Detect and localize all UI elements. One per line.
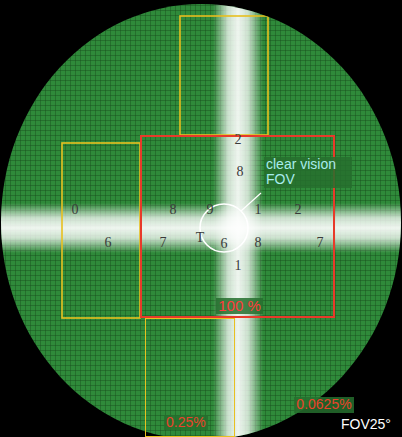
scale-number: 6 xyxy=(105,235,112,250)
scale-number: 2 xyxy=(295,202,302,217)
scale-number: 9 xyxy=(207,202,214,217)
scale-number: 8 xyxy=(237,164,244,179)
yellow-frame xyxy=(180,16,268,135)
coverage-percent: 0.0625% xyxy=(294,397,353,412)
scale-number: 8 xyxy=(255,235,262,250)
scale-number: 0 xyxy=(72,202,79,217)
scale-number: 7 xyxy=(317,235,324,250)
scale-number: 1 xyxy=(235,258,242,273)
callout-label: clear vision FOV xyxy=(264,157,352,188)
scale-number: 8 xyxy=(170,202,177,217)
horizontal-band xyxy=(0,203,402,253)
fov-label: FOV25° xyxy=(339,417,393,432)
yellow-frame: 0.25% xyxy=(145,318,235,437)
coverage-percent: 0.25% xyxy=(164,415,208,430)
scale-number: 6 xyxy=(221,236,228,251)
scale-number: 2 xyxy=(235,132,242,147)
yellow-frame xyxy=(62,143,140,318)
scale-number: 7 xyxy=(160,235,167,250)
scale-number: 1 xyxy=(255,202,262,217)
coverage-percent: 100 % xyxy=(216,298,263,315)
scale-number: T xyxy=(196,230,205,245)
